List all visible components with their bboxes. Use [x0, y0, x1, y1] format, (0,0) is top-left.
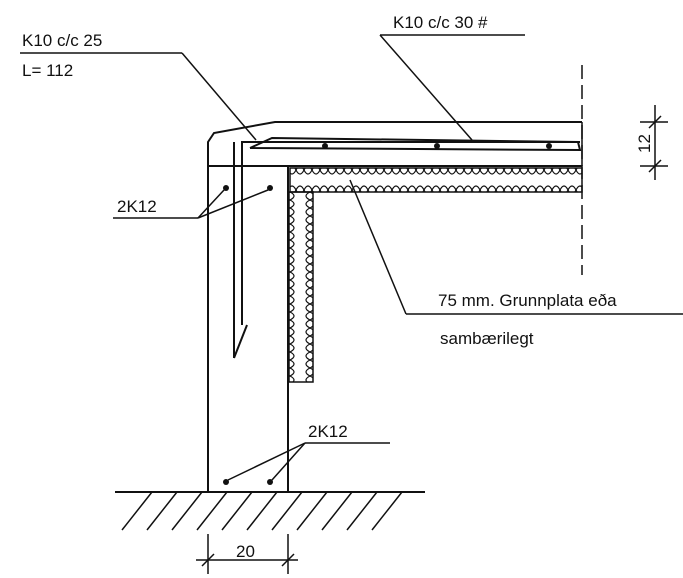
insulation-horizontal [289, 167, 583, 193]
label-insulation-line2: sambærilegt [440, 329, 534, 348]
label-bottom-bars: 2K12 [308, 422, 348, 441]
label-left-bars: 2K12 [117, 197, 157, 216]
label-wall-dimension: 20 [236, 542, 255, 561]
rebar-l-bar [233, 141, 580, 359]
leader-lines [20, 34, 683, 481]
insulation-vertical [288, 191, 314, 383]
label-slab-dimension: 12 [635, 134, 654, 153]
label-top-left-length: L= 112 [22, 61, 73, 80]
rebar-dots [223, 143, 552, 485]
concrete-outline [207, 121, 583, 492]
label-insulation-line1: 75 mm. Grunnplata eða [438, 291, 617, 310]
dimension-slab [640, 105, 668, 180]
dimension-wall [196, 534, 298, 574]
label-top-left-rebar: K10 c/c 25 [22, 31, 102, 50]
ground-hatch [115, 491, 425, 531]
label-top-right-rebar: K10 c/c 30 # [393, 13, 488, 32]
rebar-top-mesh [249, 136, 582, 152]
